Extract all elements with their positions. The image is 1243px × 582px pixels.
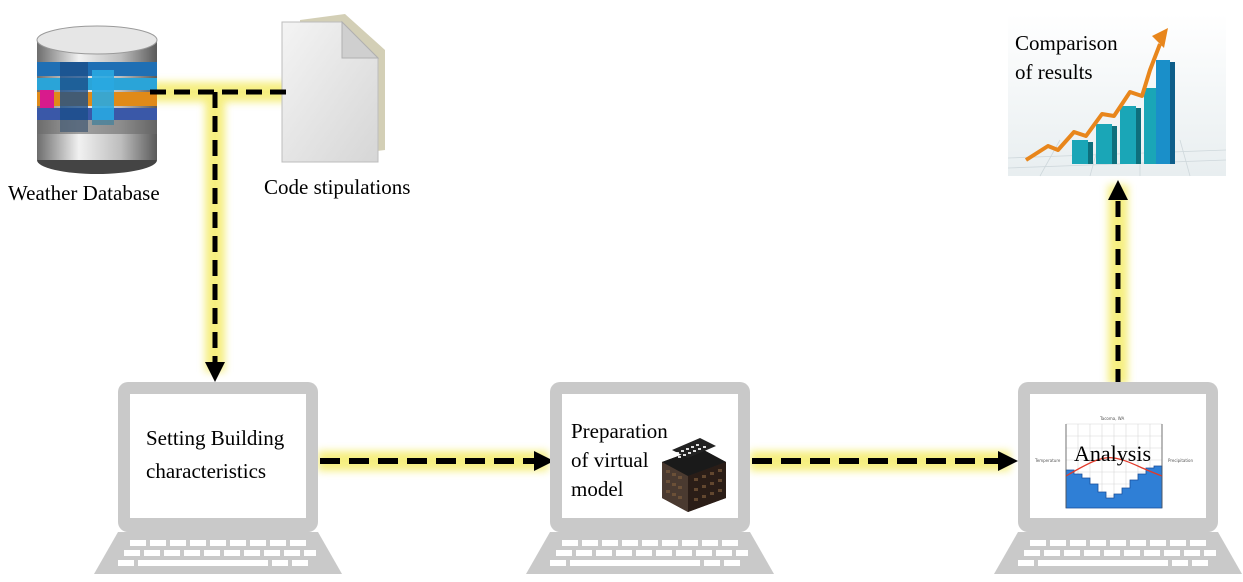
virtual-model-line2: of virtual [571, 448, 649, 472]
virtual-model-line1: Preparation [571, 419, 668, 443]
connector-setting-to-model [320, 451, 554, 471]
comparison-line1: Comparison [1015, 31, 1118, 55]
svg-text:Temperature: Temperature [1034, 458, 1061, 463]
code-stipulations-label: Code stipulations [264, 175, 410, 199]
document-icon [281, 14, 385, 163]
growth-chart-icon [1007, 14, 1227, 177]
setting-building-label: Setting Building characteristics [146, 425, 284, 484]
svg-text:Precipitation: Precipitation [1168, 458, 1193, 463]
connector-model-to-analysis [752, 451, 1018, 471]
connector-to-setting-building [205, 92, 225, 382]
laptop-icon-analysis [994, 382, 1242, 574]
database-icon [36, 25, 158, 174]
laptop-icon-setting [94, 382, 342, 574]
comparison-label: Comparison of results [1015, 30, 1118, 85]
virtual-model-label: Preparation of virtual model [571, 418, 668, 502]
climate-chart-icon: Tacoma, WA Temperature Precipitation [1034, 416, 1193, 509]
comparison-line2: of results [1015, 60, 1093, 84]
virtual-model-line3: model [571, 477, 624, 501]
weather-database-label: Weather Database [8, 181, 160, 205]
trend-arrow [1024, 43, 1162, 162]
growth-bars [1072, 60, 1175, 164]
setting-building-line2: characteristics [146, 459, 267, 483]
svg-text:Tacoma, WA: Tacoma, WA [1099, 416, 1125, 421]
building-icon [662, 438, 726, 512]
analysis-label: Analysis [1074, 441, 1151, 466]
setting-building-line1: Setting Building [146, 426, 285, 450]
connector-analysis-to-comparison [1108, 180, 1128, 385]
